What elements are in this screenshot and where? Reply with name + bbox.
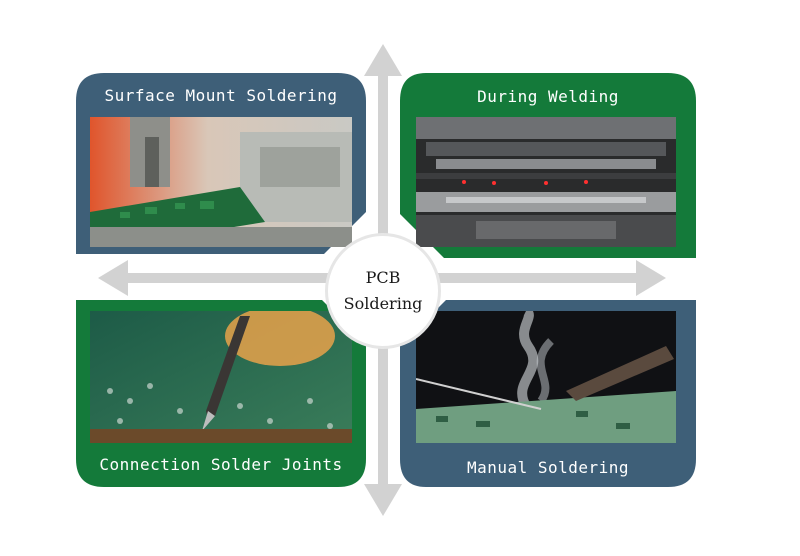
photo-manual-soldering xyxy=(416,311,676,443)
card-title-during-welding: During Welding xyxy=(477,87,619,106)
center-label-line1: PCB xyxy=(365,268,401,287)
arrow-right-head xyxy=(636,260,666,296)
photo-surface-mount-soldering xyxy=(90,117,352,247)
card-title-connection-joints: Connection Solder Joints xyxy=(99,455,343,474)
manual-soldering-photo-art xyxy=(416,311,676,443)
center-circle: PCB Soldering xyxy=(325,233,441,349)
arrow-up-head xyxy=(364,44,402,76)
arrow-down-head xyxy=(364,484,402,516)
during-welding-photo-art xyxy=(416,117,676,247)
photo-during-welding xyxy=(416,117,676,247)
photo-connection-solder-joints xyxy=(90,311,352,443)
connection-joints-photo-art xyxy=(90,311,352,443)
arrow-left-head xyxy=(98,260,128,296)
center-label-line2: Soldering xyxy=(343,294,423,313)
card-title-surface-mount: Surface Mount Soldering xyxy=(104,86,338,105)
surface-mount-photo-art xyxy=(90,117,352,247)
card-title-manual-soldering: Manual Soldering xyxy=(466,458,630,477)
